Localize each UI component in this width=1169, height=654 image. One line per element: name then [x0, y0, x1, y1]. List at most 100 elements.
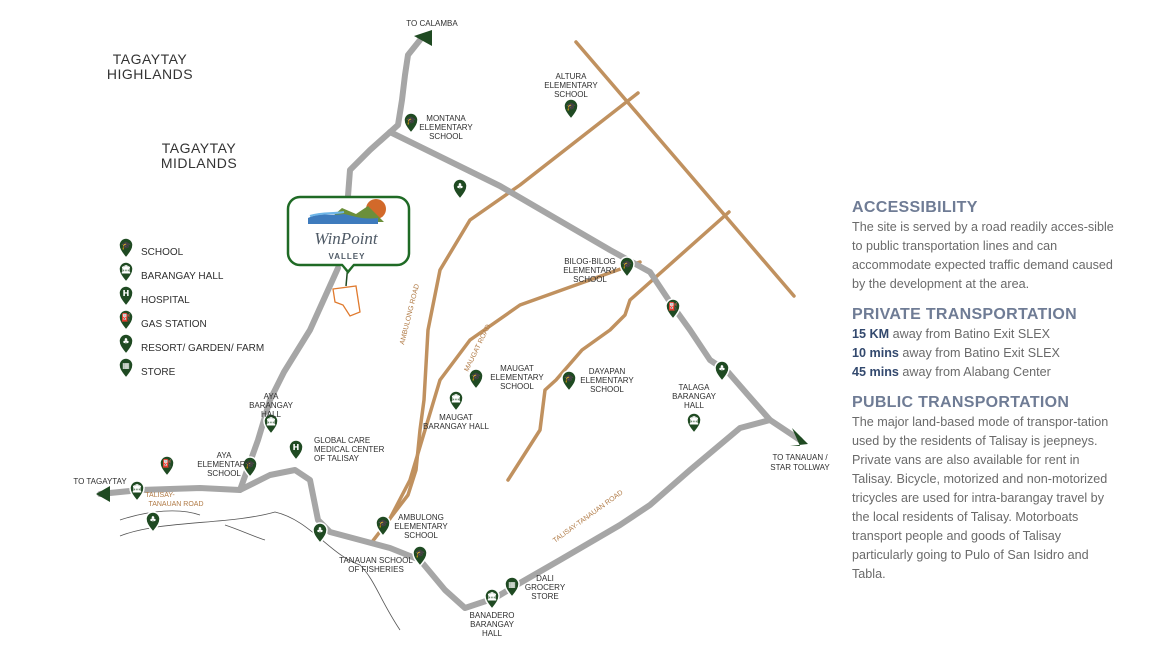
- gas-station-icon: ⛽: [159, 455, 175, 478]
- main-roads: [97, 37, 803, 611]
- project-site: WinPoint VALLEY: [286, 195, 411, 317]
- region-midlands-line2: MIDLANDS: [161, 155, 237, 171]
- svg-text:▦: ▦: [508, 580, 516, 589]
- barangay-hall-icon: 🏛: [448, 390, 464, 413]
- legend-label: GAS STATION: [141, 319, 207, 330]
- place-label: STORE: [531, 592, 558, 601]
- label-to-tagaytay: TO TAGAYTAY: [73, 477, 127, 486]
- accessibility-heading: ACCESSIBILITY: [852, 199, 978, 216]
- place-label: SCHOOL: [207, 469, 241, 478]
- barangay-hall-icon: 🏛: [118, 261, 134, 284]
- gas-station-icon: ⛽: [118, 309, 134, 332]
- gas-station-icon: ⛽: [665, 298, 681, 321]
- place-label: ELEMENTARY: [544, 81, 598, 90]
- label-talisay-tanauan-right: TALISAY-TANAUAN ROAD: [552, 489, 625, 544]
- accessibility-text: The site is served by a road readily acc…: [852, 220, 1114, 291]
- place-label: AYA: [217, 451, 232, 460]
- svg-text:🎓: 🎓: [622, 260, 632, 269]
- place-label: HALL: [684, 401, 705, 410]
- school-icon: 🎓: [118, 237, 134, 260]
- dayapan-road: [506, 210, 731, 482]
- road-to-tagaytay: [97, 417, 773, 611]
- logo-sub: VALLEY: [329, 252, 366, 261]
- region-labels: TAGAYTAY HIGHLANDS TAGAYTAY MIDLANDS: [107, 51, 237, 171]
- label-to-tanauan-line2: STAR TOLLWAY: [770, 463, 830, 472]
- place-label: TALAGA: [679, 383, 711, 392]
- svg-text:H: H: [293, 443, 300, 452]
- place-label: ELEMENTARY: [563, 266, 617, 275]
- svg-text:🎓: 🎓: [415, 549, 425, 558]
- secondary-roads: [370, 40, 796, 544]
- resort-icon: ♣: [118, 333, 134, 356]
- svg-text:▦: ▦: [122, 361, 130, 370]
- hospital-icon: H: [288, 439, 304, 462]
- place-label: BILOG-BILOG: [564, 257, 616, 266]
- svg-text:🎓: 🎓: [471, 372, 481, 381]
- diagonal-road-east: [574, 40, 796, 298]
- label-to-calamba: TO CALAMBA: [406, 19, 458, 28]
- place-label: OF FISHERIES: [348, 565, 404, 574]
- school-icon: 🎓: [242, 456, 258, 479]
- school-icon: 🎓: [619, 256, 635, 279]
- place-label: ELEMENTARY: [419, 123, 473, 132]
- destination-arrows: [96, 30, 808, 502]
- svg-text:♣: ♣: [316, 526, 323, 535]
- place-label: ELEMENTARY: [580, 376, 634, 385]
- school-icon: 🎓: [563, 98, 579, 121]
- svg-text:♣: ♣: [149, 515, 156, 524]
- svg-text:🎓: 🎓: [564, 374, 574, 383]
- place-markers: 🎓MONTANAELEMENTARYSCHOOL🎓ALTURAELEMENTAR…: [197, 72, 716, 638]
- svg-text:♣: ♣: [456, 182, 463, 191]
- svg-text:⛽: ⛽: [668, 301, 678, 311]
- barangay-hall-icon: 🏛: [484, 588, 500, 611]
- svg-text:🎓: 🎓: [245, 460, 255, 469]
- legend-label: RESORT/ GARDEN/ FARM: [141, 343, 264, 354]
- stat-text: away from Batino Exit SLEX: [889, 327, 1051, 341]
- place-label: SCHOOL: [404, 531, 438, 540]
- svg-text:H: H: [123, 289, 130, 298]
- store-icon: ▦: [504, 576, 520, 599]
- place-label: BARANGAY: [672, 392, 717, 401]
- resort-icon: ♣: [312, 522, 328, 545]
- legend-item: 🏛BARANGAY HALL: [118, 261, 224, 284]
- private-stat-3: 45 mins away from Alabang Center: [852, 363, 1114, 382]
- place-label: HALL: [482, 629, 503, 638]
- place-label: SCHOOL: [429, 132, 463, 141]
- place-label: SCHOOL: [590, 385, 624, 394]
- place-label: MONTANA: [426, 114, 466, 123]
- private-stat-2: 10 mins away from Batino Exit SLEX: [852, 344, 1114, 363]
- barangay-hall-icon: 🏛: [263, 413, 279, 436]
- private-stat-1: 15 KM away from Batino Exit SLEX: [852, 325, 1114, 344]
- arrow-to-calamba-icon: [414, 30, 432, 46]
- svg-text:🎓: 🎓: [121, 241, 131, 250]
- barangay-hall-icon: 🏛: [129, 480, 145, 503]
- place-label: MEDICAL CENTER: [314, 445, 385, 454]
- place-label: MAUGAT: [439, 413, 473, 422]
- place-label: OF TALISAY: [314, 454, 360, 463]
- region-midlands-line1: TAGAYTAY: [162, 140, 237, 156]
- legend-item: ⛽ GAS STATION: [118, 309, 207, 332]
- svg-text:🏛: 🏛: [451, 393, 461, 403]
- legend-label: SCHOOL: [141, 247, 184, 258]
- region-highlands-line1: TAGAYTAY: [113, 51, 188, 67]
- stat-text: away from Batino Exit SLEX: [898, 346, 1060, 360]
- place-label: BANADERO: [470, 611, 515, 620]
- place-label: BARANGAY: [249, 401, 294, 410]
- svg-text:⛽: ⛽: [121, 312, 131, 322]
- place-label: MAUGAT: [500, 364, 534, 373]
